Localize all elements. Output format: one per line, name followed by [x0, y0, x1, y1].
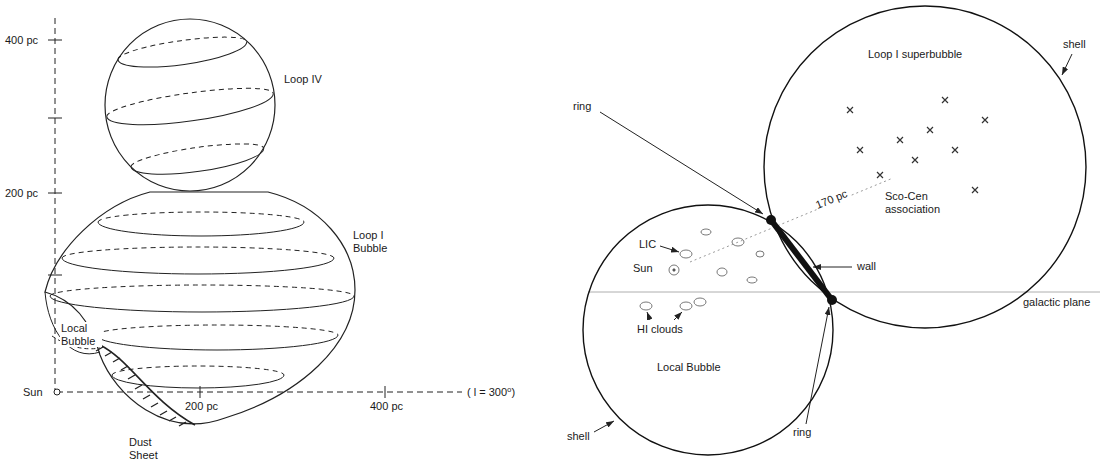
annotation-label: Local Bubble [60, 322, 102, 347]
local-bubble-sketch [45, 292, 195, 426]
annotation-label: 200 pc [4, 187, 39, 200]
sphere-outline-shape [103, 17, 277, 193]
annotation-label: LIC [638, 238, 657, 251]
bubble-name: Loop I superbubble [867, 48, 963, 61]
annotation-label: ring [792, 426, 812, 439]
cloud-blobs [640, 229, 764, 310]
annotation-label: ( l = 300⁰) [466, 386, 516, 399]
annotation-label: galactic plane [1022, 296, 1091, 309]
annotation-label: Dust Sheet [128, 436, 168, 461]
leader-arrows [594, 54, 1072, 432]
annotation-label: ring [572, 100, 592, 113]
star-markers [847, 97, 988, 193]
annotation-label: Sun [22, 386, 44, 399]
annotation-label: 400 pc [4, 34, 39, 47]
axes [48, 18, 462, 398]
annotation-label: 200 pc [184, 400, 219, 413]
annotation-label: Sun [632, 262, 654, 275]
annotation-label: Sco-Cen association [884, 190, 950, 215]
wall-line [771, 220, 832, 300]
local-bubble-circle: Local Bubble [581, 203, 835, 457]
superbubble-circle: Loop I superbubble [762, 4, 1088, 330]
annotation-label: shell [566, 430, 591, 443]
annotation-label: wall [856, 260, 877, 273]
local-bubble-circle-shape [581, 203, 835, 457]
annotation-label: 400 pc [369, 400, 404, 413]
bubble-name: Loop I Bubble [352, 229, 398, 254]
annotation-label: shell [1062, 38, 1087, 51]
bubble-stripes [50, 212, 354, 388]
sphere-outline: Loop IV [103, 17, 277, 193]
annotation-label: HI clouds [636, 323, 684, 336]
annotation-label: 170 pc [813, 187, 850, 212]
galactic-plane-line [588, 292, 1100, 293]
bubble-name: Loop IV [283, 73, 323, 86]
bubble-outline-shape [40, 185, 360, 425]
bubble-outline: Loop I Bubble [40, 185, 360, 425]
bubble-name: Local Bubble [656, 361, 722, 374]
